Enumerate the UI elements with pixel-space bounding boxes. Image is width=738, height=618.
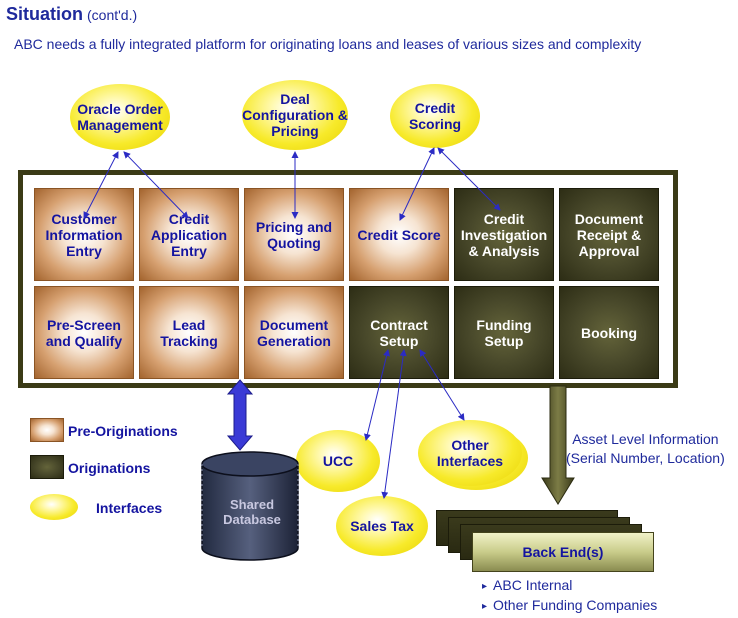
box-label: Credit Investigation & Analysis bbox=[460, 210, 548, 259]
asset-info-line1: Asset Level Information bbox=[572, 431, 719, 447]
box-label: Document Receipt & Approval bbox=[574, 210, 644, 259]
backend-label: Back End(s) bbox=[522, 544, 604, 560]
backend-box: Back End(s) bbox=[472, 532, 654, 572]
box-label: Pre-Screen and Qualify bbox=[45, 316, 123, 349]
box-contract-setup: Contract Setup bbox=[349, 286, 449, 379]
box-label: Customer Information Entry bbox=[45, 210, 123, 259]
interface-oracle-order-management: Oracle Order Management bbox=[70, 84, 170, 150]
legend-swatch-originations bbox=[30, 455, 64, 479]
box-lead-tracking: Lead Tracking bbox=[139, 286, 239, 379]
box-label: Booking bbox=[581, 324, 637, 341]
asset-level-information: Asset Level Information (Serial Number, … bbox=[566, 430, 725, 468]
box-credit-score: Credit Score bbox=[349, 188, 449, 281]
backend-list: ABC Internal Other Funding Companies bbox=[482, 576, 657, 616]
box-label: Credit Score bbox=[357, 226, 441, 243]
interface-label: UCC bbox=[322, 453, 354, 469]
asset-info-line2: (Serial Number, Location) bbox=[566, 450, 725, 466]
box-customer-information-entry: Customer Information Entry bbox=[34, 188, 134, 281]
box-document-receipt-approval: Document Receipt & Approval bbox=[559, 188, 659, 281]
box-label: Contract Setup bbox=[370, 316, 428, 349]
legend-swatch-interfaces bbox=[30, 494, 78, 520]
legend-label-pre-originations: Pre-Originations bbox=[68, 423, 178, 439]
interface-label: Sales Tax bbox=[350, 518, 414, 534]
page-subtitle: ABC needs a fully integrated platform fo… bbox=[14, 36, 642, 52]
database-double-arrow bbox=[226, 379, 254, 451]
legend-swatch-pre-originations bbox=[30, 418, 64, 442]
legend-label-originations: Originations bbox=[68, 460, 151, 476]
box-label: Funding Setup bbox=[476, 316, 532, 349]
interface-deal-configuration-pricing: Deal Configuration & Pricing bbox=[242, 80, 348, 150]
title-suffix: (cont'd.) bbox=[87, 7, 138, 23]
backend-list-item: ABC Internal bbox=[482, 576, 657, 596]
database-label: Shared Database bbox=[223, 497, 281, 527]
interface-label: Deal Configuration & Pricing bbox=[242, 91, 348, 139]
interface-label: Oracle Order Management bbox=[77, 101, 163, 133]
interface-label: Other Interfaces bbox=[436, 437, 504, 469]
interface-ucc: UCC bbox=[296, 430, 380, 492]
backend-list-item: Other Funding Companies bbox=[482, 596, 657, 616]
box-document-generation: Document Generation bbox=[244, 286, 344, 379]
box-credit-application-entry: Credit Application Entry bbox=[139, 188, 239, 281]
box-label: Credit Application Entry bbox=[150, 210, 228, 259]
box-label: Document Generation bbox=[257, 316, 331, 349]
box-credit-investigation-analysis: Credit Investigation & Analysis bbox=[454, 188, 554, 281]
interface-other-interfaces: Other Interfaces bbox=[418, 420, 522, 486]
box-pre-screen-and-qualify: Pre-Screen and Qualify bbox=[34, 286, 134, 379]
box-label: Pricing and Quoting bbox=[255, 218, 333, 251]
legend-label-interfaces: Interfaces bbox=[96, 500, 163, 516]
box-label: Lead Tracking bbox=[160, 316, 218, 349]
interface-credit-scoring: Credit Scoring bbox=[390, 84, 480, 148]
interface-label: Credit Scoring bbox=[408, 100, 462, 132]
page-title: Situation(cont'd.) bbox=[6, 4, 137, 25]
box-booking: Booking bbox=[559, 286, 659, 379]
box-pricing-and-quoting: Pricing and Quoting bbox=[244, 188, 344, 281]
interface-sales-tax: Sales Tax bbox=[336, 496, 428, 556]
title-text: Situation bbox=[6, 4, 83, 24]
box-funding-setup: Funding Setup bbox=[454, 286, 554, 379]
